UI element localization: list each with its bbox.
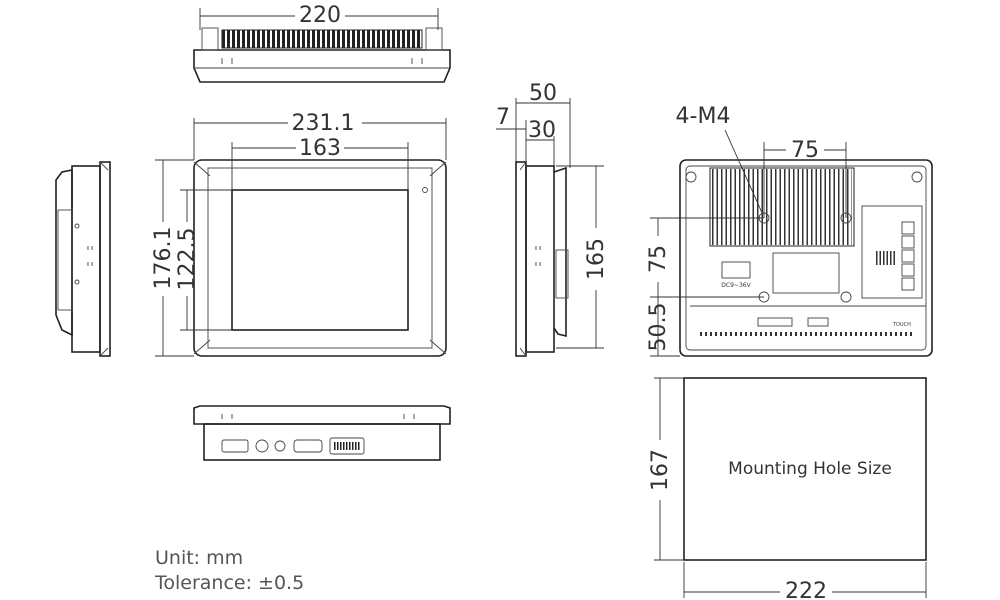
screw-callout: 4-M4 bbox=[676, 104, 764, 216]
dim-cutout-height: 167 bbox=[648, 377, 684, 561]
dim-167-label: 167 bbox=[648, 449, 673, 491]
dim-231-label: 231.1 bbox=[292, 111, 355, 136]
dim-front-outer-width: 231.1 bbox=[193, 111, 447, 160]
dim-75y-label: 75 bbox=[646, 245, 671, 273]
right-side-view: 50 7 30 165 bbox=[496, 81, 609, 357]
dim-7-label: 7 bbox=[496, 105, 510, 130]
dim-122-label: 122.5 bbox=[175, 228, 200, 291]
left-side-view bbox=[55, 161, 111, 357]
dim-50-label: 50 bbox=[529, 81, 557, 106]
dim-front-screen-width: 163 bbox=[231, 136, 409, 190]
dim-side-body-depth: 30 bbox=[526, 118, 556, 166]
heatsink-fins-rear bbox=[709, 167, 855, 247]
dim-163-label: 163 bbox=[299, 136, 341, 161]
dim-rear-hole-spacing-y: 75 bbox=[646, 217, 764, 298]
dim-176-label: 176.1 bbox=[151, 227, 176, 290]
dim-side-height: 165 bbox=[556, 165, 609, 349]
dim-165-label: 165 bbox=[584, 238, 609, 280]
cutout-label: Mounting Hole Size bbox=[728, 459, 892, 479]
dim-side-total-depth: 50 bbox=[515, 81, 571, 168]
dim-30-label: 30 bbox=[528, 118, 556, 143]
dvi-port-icon bbox=[329, 437, 365, 455]
dim-rear-hole-offset: 50.5 bbox=[646, 297, 680, 357]
usb-port-icon bbox=[274, 440, 286, 452]
corner-screw-icon bbox=[685, 171, 697, 183]
dim-220-label: 220 bbox=[299, 3, 341, 28]
unit-note: Unit: mm bbox=[155, 547, 244, 569]
front-view: 231.1 163 176.1 122.5 bbox=[151, 111, 447, 357]
screw-spec-label: 4-M4 bbox=[676, 104, 731, 129]
heatsink-fins-top bbox=[221, 29, 423, 49]
power-terminal-icon bbox=[721, 261, 751, 279]
dim-222-label: 222 bbox=[785, 579, 827, 600]
power-led-icon bbox=[422, 187, 428, 193]
com-port-icon bbox=[221, 439, 249, 453]
dim-75x-label: 75 bbox=[791, 138, 819, 163]
dim-50-5-label: 50.5 bbox=[646, 303, 671, 352]
dim-side-bezel-depth: 7 bbox=[496, 105, 527, 166]
dim-rear-hole-spacing-x: 75 bbox=[763, 138, 847, 218]
power-jack-icon bbox=[255, 439, 269, 453]
bottom-view bbox=[193, 405, 451, 461]
dim-cutout-width: 222 bbox=[683, 562, 927, 600]
dim-front-outer-height: 176.1 bbox=[151, 159, 194, 357]
power-terminal-label: DC9~36V bbox=[721, 282, 751, 289]
dim-front-screen-height: 122.5 bbox=[175, 189, 232, 331]
corner-screw-icon bbox=[911, 171, 923, 183]
rear-view: DC9~36V TOUCH 4-M4 75 75 50.5 bbox=[646, 104, 933, 357]
top-view: 220 bbox=[193, 3, 451, 83]
drawing-notes: Unit: mm Tolerance: ±0.5 bbox=[155, 546, 304, 596]
mounting-cutout: Mounting Hole Size 167 222 bbox=[648, 377, 927, 600]
vga-port-icon bbox=[293, 439, 323, 453]
tolerance-note: Tolerance: ±0.5 bbox=[155, 572, 305, 594]
dim-top-width: 220 bbox=[199, 3, 439, 30]
touch-label: TOUCH bbox=[892, 322, 911, 328]
osd-buttons bbox=[901, 221, 915, 291]
